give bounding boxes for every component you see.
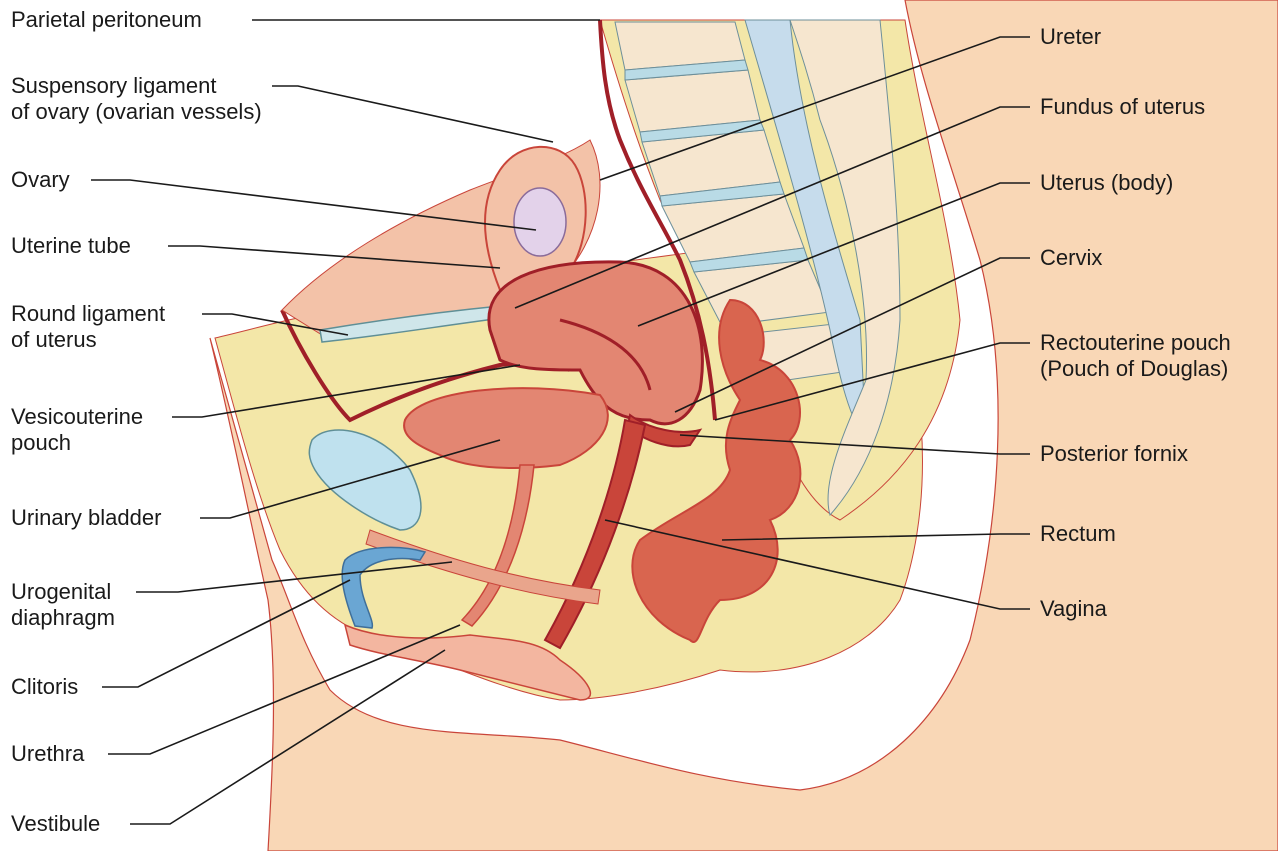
label-cervix: Cervix <box>1040 245 1102 271</box>
label-ovary: Ovary <box>11 167 70 193</box>
label-uterus-body: Uterus (body) <box>1040 170 1173 196</box>
label-rectum: Rectum <box>1040 521 1116 547</box>
label-urethra: Urethra <box>11 741 84 767</box>
label-fundus-of-uterus: Fundus of uterus <box>1040 94 1205 120</box>
label-parietal-peritoneum: Parietal peritoneum <box>11 7 202 33</box>
label-clitoris: Clitoris <box>11 674 78 700</box>
label-vestibule: Vestibule <box>11 811 100 837</box>
leader-suspensory-ligament <box>272 86 553 142</box>
label-urinary-bladder: Urinary bladder <box>11 505 161 531</box>
ovary-shape <box>514 188 566 256</box>
label-uterine-tube: Uterine tube <box>11 233 131 259</box>
label-rectouterine-pouch: Rectouterine pouch(Pouch of Douglas) <box>1040 330 1231 382</box>
label-posterior-fornix: Posterior fornix <box>1040 441 1188 467</box>
label-ureter: Ureter <box>1040 24 1101 50</box>
label-vagina: Vagina <box>1040 596 1107 622</box>
